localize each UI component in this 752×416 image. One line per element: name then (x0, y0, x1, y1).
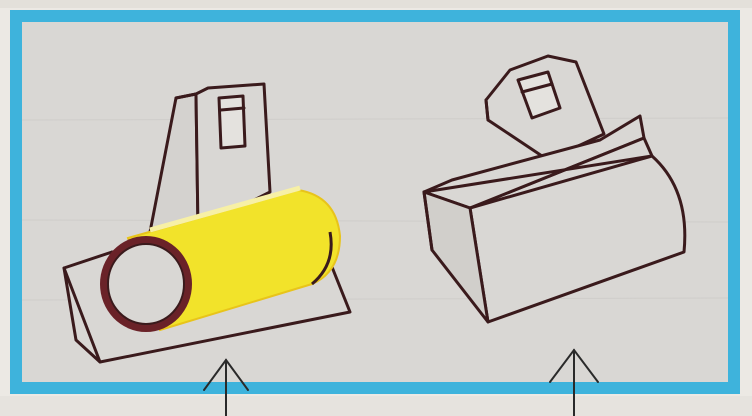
left-arrow (204, 360, 248, 416)
arrows (204, 350, 598, 416)
left-clip-slot (219, 96, 245, 148)
left-clip-upright (150, 94, 198, 232)
right-bracket-figure (424, 56, 685, 322)
right-arrow (550, 350, 598, 416)
cylinder-end-inner (108, 244, 184, 324)
